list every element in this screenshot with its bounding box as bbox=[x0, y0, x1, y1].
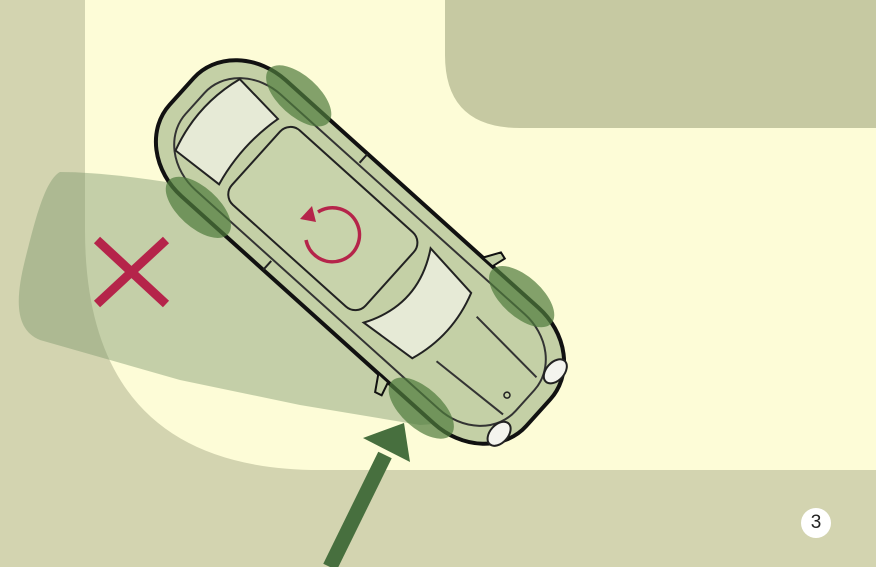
hood-line-bottom bbox=[435, 360, 504, 416]
headlight-left bbox=[542, 358, 568, 385]
hood-line-top bbox=[475, 315, 538, 378]
door-line-1 bbox=[358, 153, 369, 164]
rear-window bbox=[174, 77, 280, 186]
car-body-inner bbox=[173, 77, 547, 427]
step-number: 3 bbox=[810, 512, 822, 533]
headlight-right bbox=[486, 420, 512, 447]
top-right-block bbox=[445, 0, 876, 128]
windshield bbox=[361, 246, 473, 360]
mirror-right bbox=[374, 371, 390, 397]
door-line-2 bbox=[262, 260, 272, 271]
emblem bbox=[503, 391, 511, 399]
wheel-front-right bbox=[388, 377, 454, 439]
rotate-clockwise-icon bbox=[300, 206, 362, 264]
x-mark-icon bbox=[93, 236, 170, 308]
arrow-up-right-icon bbox=[323, 423, 410, 567]
wheel-front-left bbox=[489, 266, 555, 328]
wheel-rear-left bbox=[266, 65, 332, 127]
wheel-rear-right bbox=[165, 176, 231, 238]
car-roof bbox=[227, 125, 419, 312]
step-number-badge: 3 bbox=[801, 508, 831, 538]
mirror-left bbox=[480, 251, 507, 268]
car bbox=[153, 58, 568, 447]
